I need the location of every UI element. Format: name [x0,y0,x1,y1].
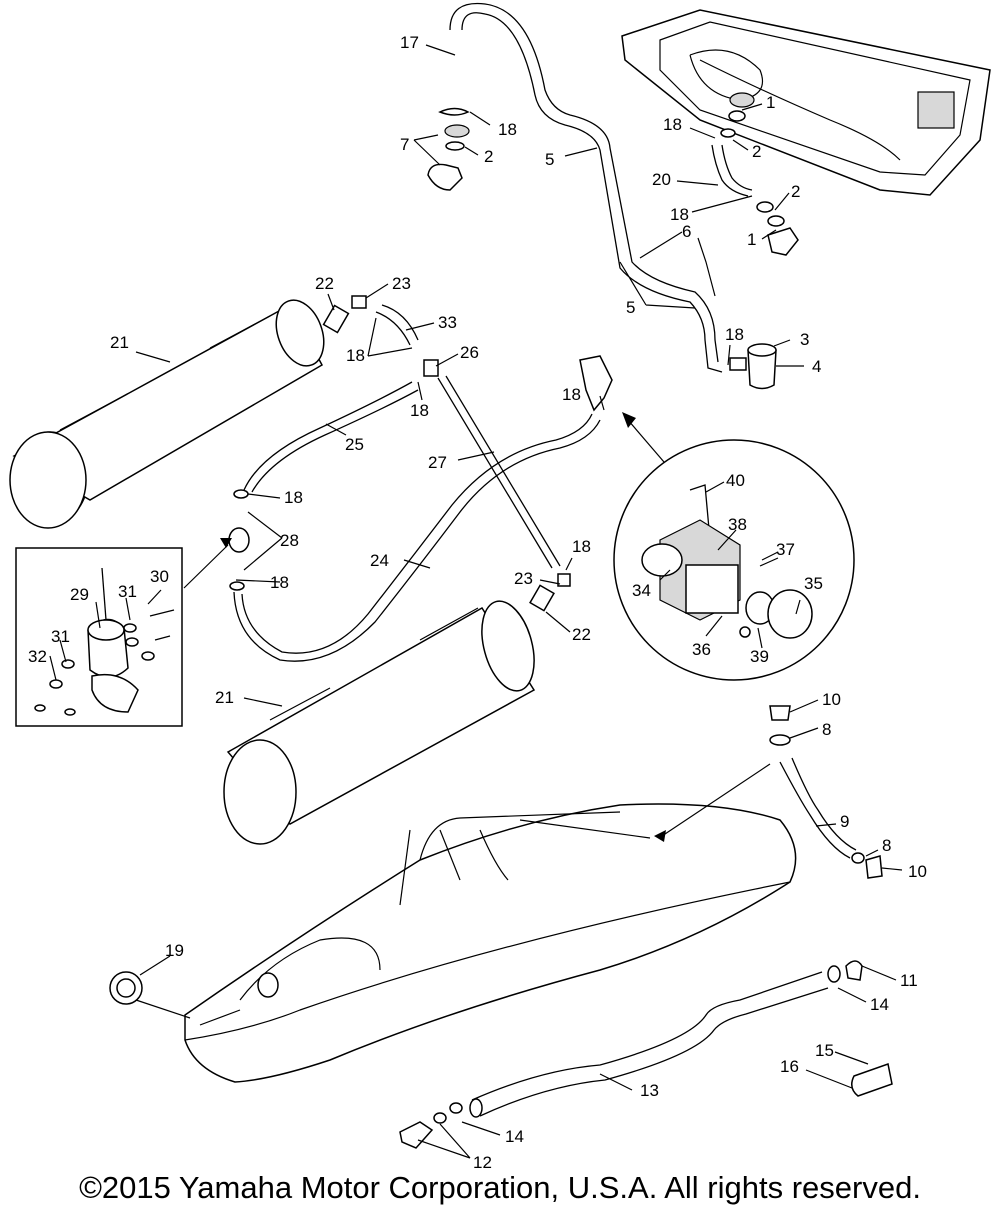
ballast-tank-upper [9,299,325,529]
copyright-text: ©2015 Yamaha Motor Corporation, U.S.A. A… [79,1170,921,1205]
upper-drain-hoses [427,2,799,390]
callout-20: 20 [652,170,671,189]
callout-labels: 17 18 7 2 5 1 18 2 20 2 18 1 6 5 18 3 4 … [28,33,927,1172]
callout-5: 5 [545,150,554,169]
callout-18: 18 [410,401,429,420]
callout-4: 4 [812,357,821,376]
callout-27: 27 [428,453,447,472]
callout-31: 31 [118,582,137,601]
callout-40: 40 [726,471,745,490]
callout-18: 18 [284,488,303,507]
callout-30: 30 [150,567,169,586]
ballast-tank-lower [223,600,536,845]
callout-19: 19 [165,941,184,960]
callout-31: 31 [51,627,70,646]
lower-drain-parts [109,705,893,1149]
callout-18: 18 [572,537,591,556]
callout-29: 29 [70,585,89,604]
callout-15: 15 [815,1041,834,1060]
callout-32: 32 [28,647,47,666]
callout-21: 21 [215,688,234,707]
callout-26: 26 [460,343,479,362]
callout-14: 14 [870,995,889,1014]
callout-18: 18 [663,115,682,134]
callout-18: 18 [725,325,744,344]
callout-23: 23 [392,274,411,293]
callout-16: 16 [780,1057,799,1076]
callout-3: 3 [800,330,809,349]
callout-8: 8 [822,720,831,739]
callout-10: 10 [908,862,927,881]
callout-10: 10 [822,690,841,709]
callout-2: 2 [752,142,761,161]
callout-17: 17 [400,33,419,52]
callout-35: 35 [804,574,823,593]
callout-12: 12 [473,1153,492,1172]
callout-1: 1 [766,93,775,112]
callout-25: 25 [345,435,364,454]
callout-5: 5 [626,298,635,317]
callout-23: 23 [514,569,533,588]
callout-13: 13 [640,1081,659,1100]
callout-22: 22 [572,625,591,644]
callout-22: 22 [315,274,334,293]
callout-11: 11 [900,971,918,990]
boat-hull [184,803,797,1083]
callout-24: 24 [370,551,389,570]
callout-18: 18 [270,573,289,592]
pump-detail [613,439,855,681]
callout-18: 18 [670,205,689,224]
engine-tray [621,9,991,196]
callout-9: 9 [840,812,849,831]
pump-inset [15,547,183,727]
callout-36: 36 [692,640,711,659]
callout-18: 18 [346,346,365,365]
callout-39: 39 [750,647,769,666]
callout-38: 38 [728,515,747,534]
callout-1: 1 [747,230,756,249]
callout-34: 34 [632,581,651,600]
callout-14: 14 [505,1127,524,1146]
callout-8: 8 [882,836,891,855]
callout-2: 2 [484,147,493,166]
callout-28: 28 [280,531,299,550]
leader-lines [49,44,903,1159]
callout-18: 18 [498,120,517,139]
callout-33: 33 [438,313,457,332]
callout-37: 37 [776,540,795,559]
arrow-heads [220,412,666,842]
ballast-hoses [228,295,613,662]
callout-18: 18 [562,385,581,404]
callout-7: 7 [400,135,409,154]
callout-2: 2 [791,182,800,201]
callout-6: 6 [682,222,691,241]
callout-21: 21 [110,333,129,352]
